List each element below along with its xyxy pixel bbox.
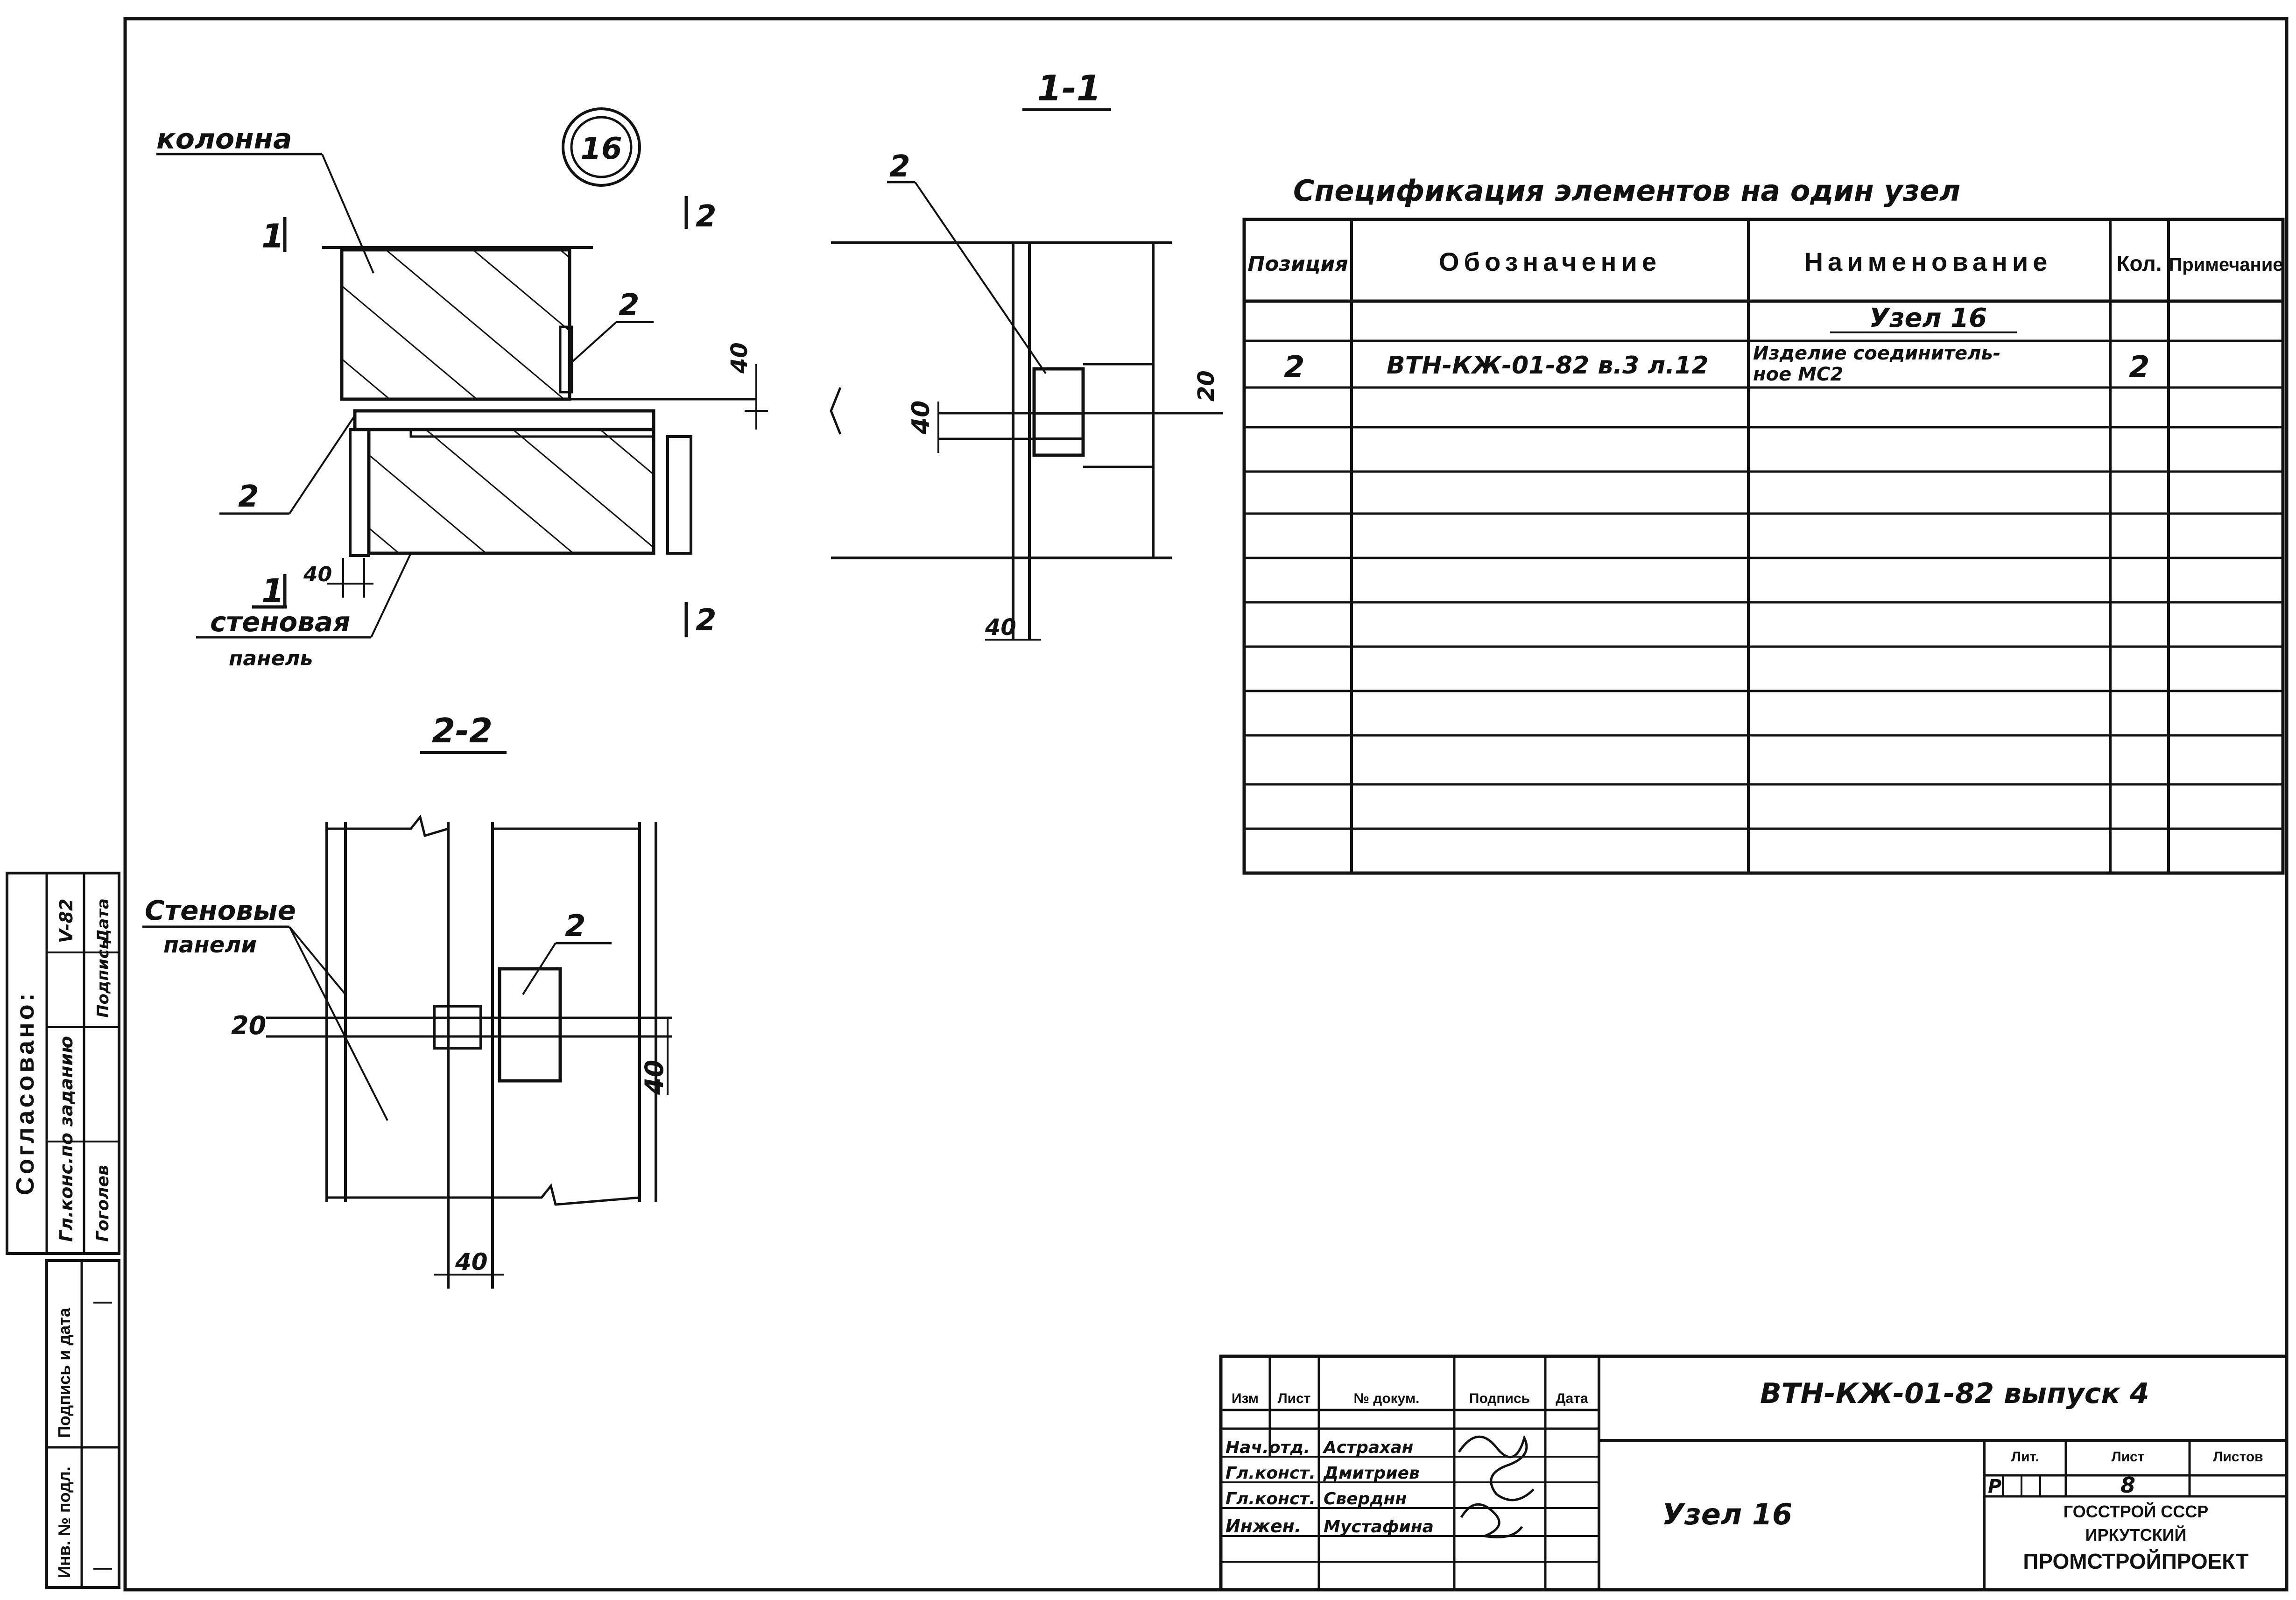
section-1-1-pos: 2 [889, 149, 910, 184]
tb-name-4: Мустафина [1324, 1517, 1434, 1537]
spec-row-qty: 2 [2129, 350, 2150, 385]
tb-col-list: Лист [1278, 1391, 1311, 1406]
wall-panel-label-1: стеновая [210, 606, 350, 638]
cut-1-top: 1 [261, 217, 284, 255]
tb-role-1: Нач.отд. [1225, 1438, 1310, 1457]
tb-name-3: Сверднн [1324, 1489, 1407, 1508]
section-1-1-dim-bottom: 40 [985, 614, 1016, 641]
node-mark-circle [562, 107, 641, 187]
section-2-2-pos: 2 [565, 909, 586, 944]
tb-role-4: Инжен. [1225, 1516, 1301, 1537]
tb-org-2: ИРКУТСКИЙ [2085, 1525, 2187, 1544]
wall-panel-section [367, 428, 655, 555]
main-view: 16 1 1 2 2 колонна 2 2 [156, 107, 768, 670]
tb-stage-label: Лит. [2011, 1449, 2039, 1465]
pos-lower: 2 [238, 479, 259, 514]
approval-col2: Подпись [94, 939, 113, 1018]
dim-gap: 40 [726, 342, 753, 374]
section-1-1: 1-1 2 40 20 40 [830, 67, 1223, 641]
spec-row-designation: ВТН-КЖ-01-82 в.3 л.12 [1387, 352, 1709, 380]
inventory-sign-date: Подпись и дата [55, 1307, 74, 1438]
spec-group-title: Узел 16 [1869, 303, 1987, 333]
cut-2-top: 2 [696, 199, 717, 234]
spec-header-name: Наименование [1804, 247, 2052, 276]
inventory-inv-no: Инв. № подл. [55, 1466, 74, 1578]
pos-upper: 2 [619, 288, 640, 323]
section-2-2-dim-left: 20 [231, 1011, 266, 1040]
section-1-1-title: 1-1 [1037, 67, 1101, 109]
tb-role-3: Гл.конст. [1225, 1489, 1316, 1508]
tb-sheet-label: Лист [2112, 1449, 2145, 1465]
column-label: колонна [156, 123, 292, 155]
tb-org-1: ГОССТРОЙ СССР [2064, 1501, 2208, 1521]
tb-name-2: Дмитриев [1323, 1464, 1420, 1483]
tb-col-doc: № докум. [1354, 1391, 1420, 1406]
spec-title: Спецификация элементов на один узел [1293, 174, 1960, 208]
node-mark: 16 [580, 132, 622, 166]
inventory-stamp: Подпись и дата Инв. № подл. [45, 1259, 120, 1589]
approval-stamp: Согласовано: Гл.конс.по заданию Гоголев … [6, 872, 120, 1255]
spec-header-designation: Обозначение [1439, 247, 1661, 276]
specification-table: Спецификация элементов на один узел Пози… [1242, 174, 2285, 875]
section-1-1-dim-right: 20 [1193, 370, 1219, 402]
approval-col2b: Дата [94, 898, 113, 944]
section-1-1-dim-left: 40 [907, 401, 935, 435]
section-2-2-dim-bottom: 40 [455, 1248, 488, 1276]
spec-header-pos: Позиция [1247, 252, 1348, 276]
tb-doc-code: ВТН-КЖ-01-82 выпуск 4 [1760, 1377, 2149, 1410]
connector-2-2 [498, 967, 562, 1083]
section-2-2-label-1: Стеновые [145, 895, 296, 926]
approval-col1b: Гоголев [93, 1165, 113, 1242]
signature-scribble [1458, 1435, 1535, 1538]
tb-sheets-label: Листов [2213, 1449, 2263, 1465]
tb-role-2: Гл.конст. [1225, 1464, 1316, 1483]
connector-plate [353, 409, 655, 431]
sheet-frame [123, 17, 2289, 1592]
wall-panel-label-2: панель [229, 647, 313, 670]
spec-header-qty: Кол. [2116, 251, 2162, 275]
tb-stage: Р [1988, 1476, 2001, 1497]
tb-sheet-no: 8 [2120, 1473, 2135, 1498]
section-2-2-label-2: панели [163, 932, 257, 958]
column-section [340, 248, 571, 401]
cut-2-bottom: 2 [696, 603, 717, 638]
spec-row-pos: 2 [1284, 350, 1305, 385]
spec-header-note: Примечание [2169, 254, 2283, 275]
section-2-2-title: 2-2 [432, 711, 493, 750]
spec-row-name-2: ное МС2 [1753, 364, 1843, 385]
dim-bottom: 40 [303, 563, 332, 586]
approval-title: Согласовано: [11, 990, 39, 1195]
cut-1-bottom: 1 [261, 572, 284, 610]
spec-row-name-1: Изделие соединитель- [1753, 343, 2000, 364]
tb-name-1: Астрахан [1322, 1438, 1414, 1457]
approval-col1: Гл.конс.по заданию [56, 1036, 77, 1242]
tb-col-izm: Изм [1232, 1391, 1259, 1406]
title-block: Изм Лист № докум. Подпись Дата Нач.отд. … [1219, 1354, 2289, 1592]
tb-col-date: Дата [1556, 1391, 1588, 1406]
tb-col-sign: Подпись [1469, 1391, 1530, 1406]
tb-sheet-name: Узел 16 [1662, 1497, 1792, 1531]
section-2-2-dim-right: 40 [640, 1060, 669, 1095]
approval-year: V-82 [56, 899, 77, 943]
tb-org-3: ПРОМСТРОЙПРОЕКТ [2023, 1549, 2248, 1573]
section-2-2: 2-2 Стеновые панели 2 20 40 40 [142, 711, 672, 1289]
